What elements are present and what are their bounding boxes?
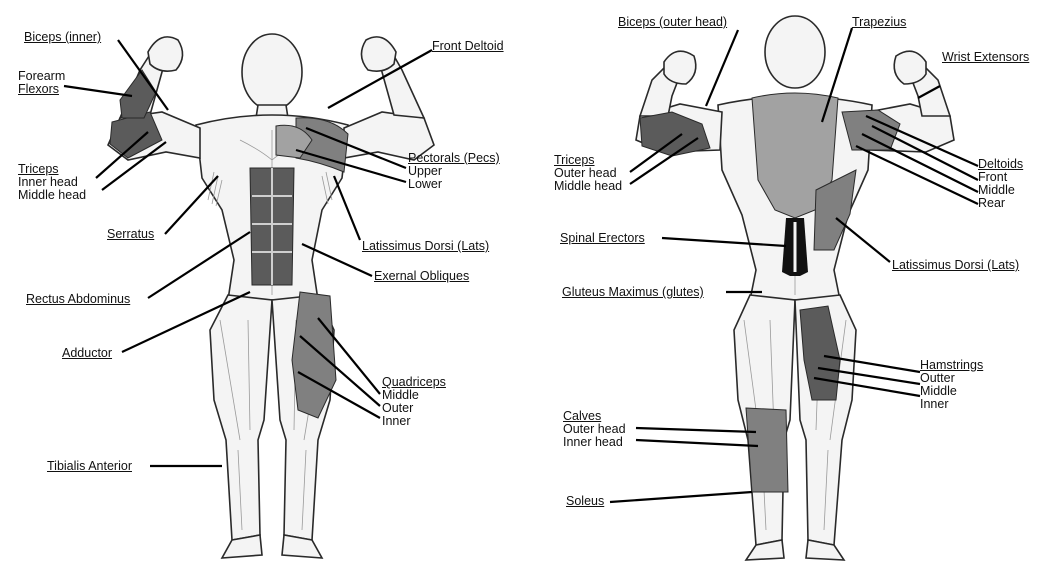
label-deltoids: Deltoids Front Middle Rear [978,158,1023,210]
label-hamstrings: Hamstrings Outter Middle Inner [920,359,983,411]
label-hamstrings-inner: Inner [920,398,983,411]
label-spinal-erectors: Spinal Erectors [560,232,645,245]
label-calves-inner-head: Inner head [563,436,626,449]
label-triceps-back: Triceps Outer head Middle head [554,154,622,193]
label-pectorals-lower: Lower [408,178,500,191]
label-adductor: Adductor [62,347,112,360]
front-figure [108,34,434,558]
label-forearm-flexors: Forearm Flexors [18,70,65,96]
label-external-obliques: Exernal Obliques [374,270,469,283]
label-lats-front: Latissimus Dorsi (Lats) [362,240,489,253]
label-tibialis-anterior: Tibialis Anterior [47,460,132,473]
label-quadriceps-inner: Inner [382,415,446,428]
label-biceps-outer-head: Biceps (outer head) [618,16,727,29]
label-serratus: Serratus [107,228,154,241]
label-biceps-inner: Biceps (inner) [24,31,101,44]
label-pectorals: Pectorals (Pecs) Upper Lower [408,152,500,191]
label-wrist-extensors: Wrist Extensors [942,51,1029,64]
label-calves: Calves Outer head Inner head [563,410,626,449]
calves-shape [746,408,788,492]
label-soleus: Soleus [566,495,604,508]
label-rectus-abdominus: Rectus Abdominus [26,293,130,306]
label-quadriceps: Quadriceps Middle Outer Inner [382,376,446,428]
label-trapezius: Trapezius [852,16,906,29]
label-deltoids-rear: Rear [978,197,1023,210]
label-forearm-flexors-2: Flexors [18,83,65,96]
label-front-deltoid: Front Deltoid [432,40,504,53]
label-triceps-front: Triceps Inner head Middle head [18,163,86,202]
label-gluteus-maximus: Gluteus Maximus (glutes) [562,286,704,299]
label-triceps-back-middle-head: Middle head [554,180,622,193]
label-lats-back: Latissimus Dorsi (Lats) [892,259,1019,272]
label-triceps-middle-head: Middle head [18,189,86,202]
